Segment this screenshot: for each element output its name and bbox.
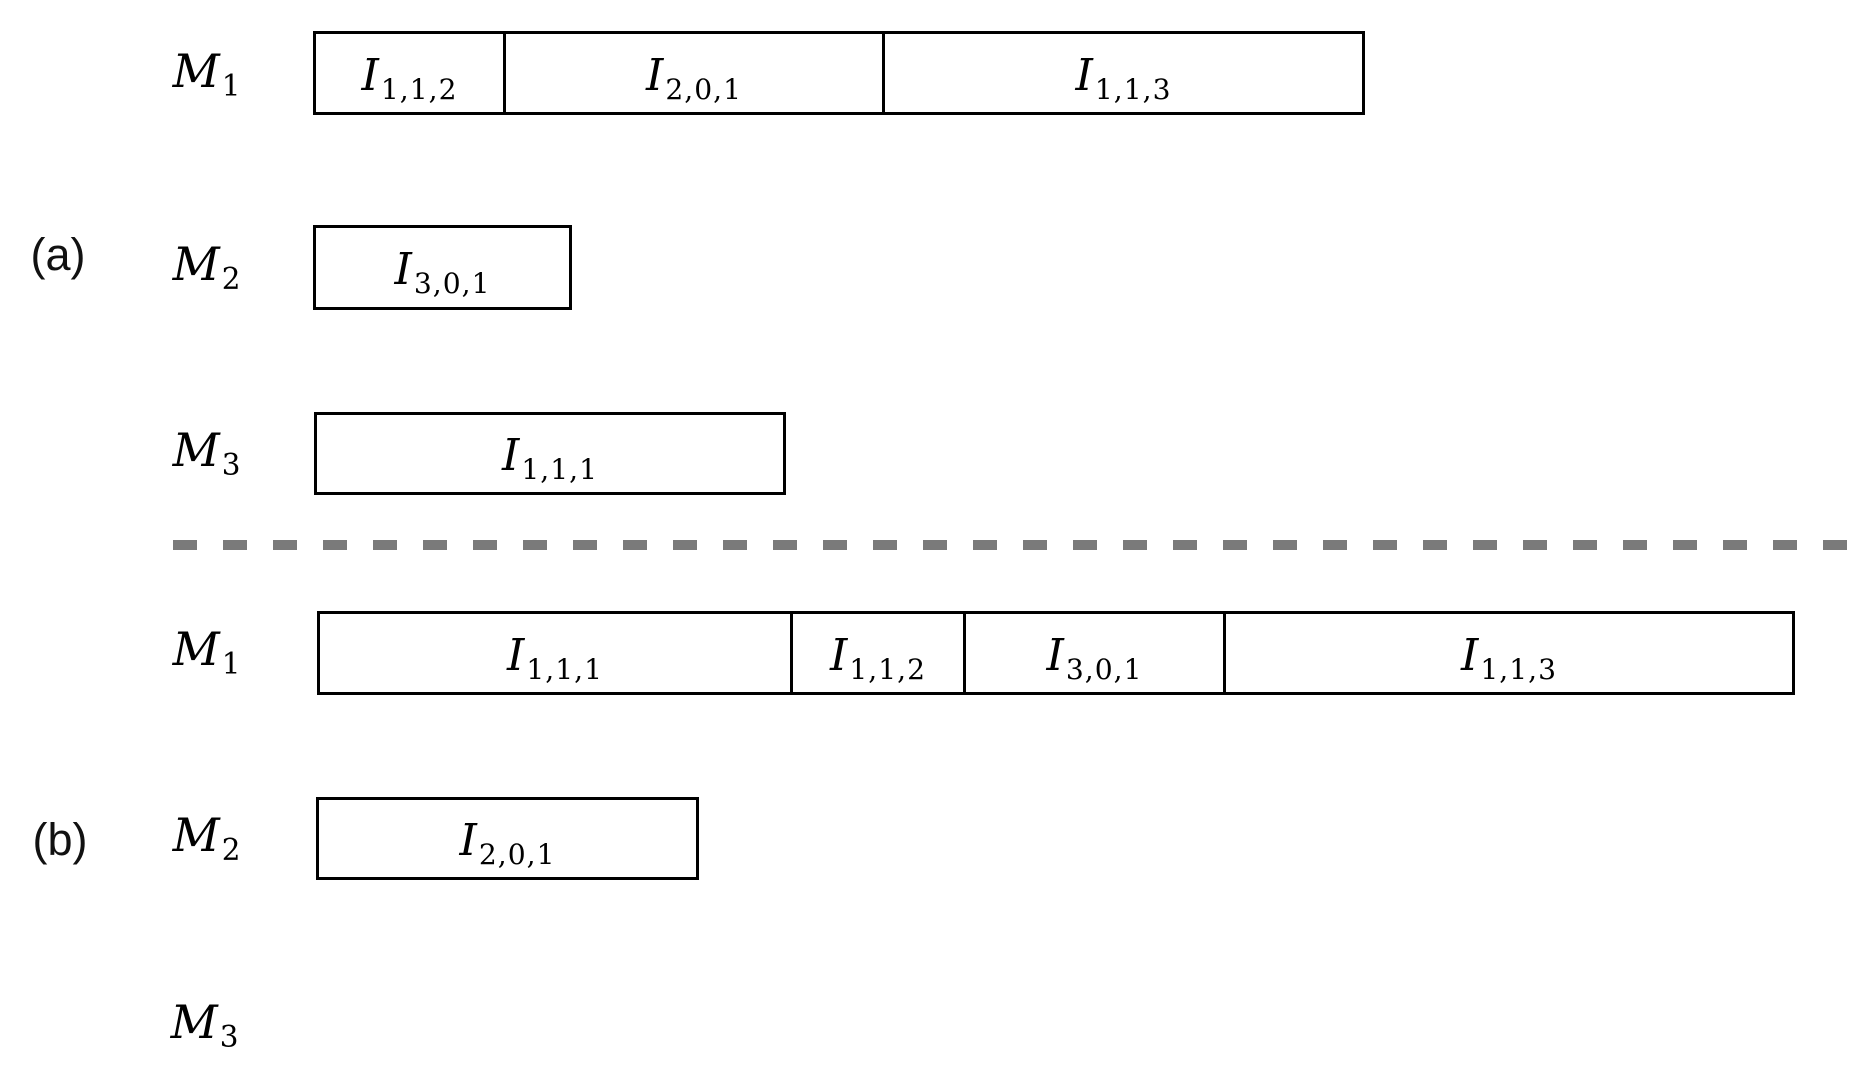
machine-subscript: 3: [221, 448, 242, 483]
interval-label: I1,1,3: [1075, 53, 1171, 103]
machine-label-b-m1: M1: [165, 622, 249, 680]
machine-subscript: 1: [221, 69, 242, 104]
interval-subscript: 1,1,3: [1094, 72, 1172, 106]
machine-subscript: 3: [219, 1020, 240, 1055]
machine-label-a-m3: M3: [165, 423, 249, 481]
machine-label-b-m2: M2: [165, 808, 249, 866]
interval-label: I2,0,1: [459, 819, 555, 869]
interval-box: I1,1,1: [317, 415, 783, 492]
interval-subscript: 3,0,1: [413, 267, 491, 300]
interval-box: I1,1,3: [882, 34, 1362, 112]
interval-subscript: 2,0,1: [478, 838, 556, 871]
machine-label-a-m1: M1: [165, 44, 249, 102]
machine-label-b-m3: M3: [163, 995, 247, 1053]
machine-letter: M: [170, 995, 218, 1049]
interval-label: I2,0,1: [646, 53, 742, 103]
interval-box: I3,0,1: [316, 228, 569, 307]
interval-label: I1,1,1: [502, 434, 598, 484]
interval-subscript: 1,1,1: [526, 652, 604, 686]
machine-letter: M: [172, 423, 220, 477]
interval-letter: I: [394, 244, 412, 295]
interval-letter: I: [829, 629, 848, 681]
machine-letter: M: [172, 808, 220, 862]
interval-subscript: 1,1,2: [380, 72, 458, 106]
machine-subscript: 2: [221, 833, 242, 868]
interval-box: I1,1,1: [320, 614, 790, 692]
machine-letter: M: [172, 622, 220, 676]
interval-label: I3,0,1: [1046, 633, 1142, 683]
interval-letter: I: [1075, 49, 1093, 101]
interval-box: I1,1,2: [316, 34, 503, 112]
panel-b-label: (b): [32, 814, 88, 865]
schedule-bar-a-m3: I1,1,1: [314, 412, 786, 495]
machine-letter: M: [172, 44, 220, 98]
schedule-bar-a-m1: I1,1,2 I2,0,1 I1,1,3: [313, 31, 1365, 115]
interval-label: I1,1,3: [1461, 633, 1557, 683]
interval-letter: I: [1460, 629, 1479, 681]
interval-label: I1,1,2: [830, 633, 926, 683]
interval-label: I1,1,2: [361, 53, 457, 103]
interval-box: I3,0,1: [963, 614, 1223, 692]
interval-letter: I: [361, 49, 379, 101]
schedule-bar-b-m2: I2,0,1: [316, 797, 699, 880]
interval-subscript: 1,1,1: [521, 453, 599, 486]
interval-subscript: 1,1,2: [849, 652, 927, 686]
interval-subscript: 2,0,1: [665, 72, 743, 106]
interval-letter: I: [501, 430, 520, 481]
interval-letter: I: [459, 815, 477, 866]
interval-label: I1,1,1: [507, 633, 603, 683]
machine-label-a-m2: M2: [165, 237, 249, 295]
panel-divider-dashed-line: [173, 540, 1849, 550]
interval-letter: I: [506, 629, 525, 681]
schedule-bar-a-m2: I3,0,1: [313, 225, 572, 310]
interval-box: I1,1,2: [790, 614, 963, 692]
interval-label: I3,0,1: [394, 248, 490, 298]
interval-subscript: 1,1,3: [1480, 652, 1558, 686]
machine-subscript: 2: [221, 262, 242, 297]
interval-box: I2,0,1: [503, 34, 882, 112]
interval-subscript: 3,0,1: [1065, 652, 1143, 686]
interval-box: I1,1,3: [1223, 614, 1792, 692]
machine-letter: M: [172, 237, 220, 291]
interval-letter: I: [645, 49, 664, 101]
interval-box: I2,0,1: [319, 800, 696, 877]
interval-letter: I: [1046, 629, 1064, 681]
machine-subscript: 1: [221, 647, 242, 682]
panel-a-label: (a): [30, 229, 86, 280]
schedule-bar-b-m1: I1,1,1 I1,1,2 I3,0,1 I1,1,3: [317, 611, 1795, 695]
